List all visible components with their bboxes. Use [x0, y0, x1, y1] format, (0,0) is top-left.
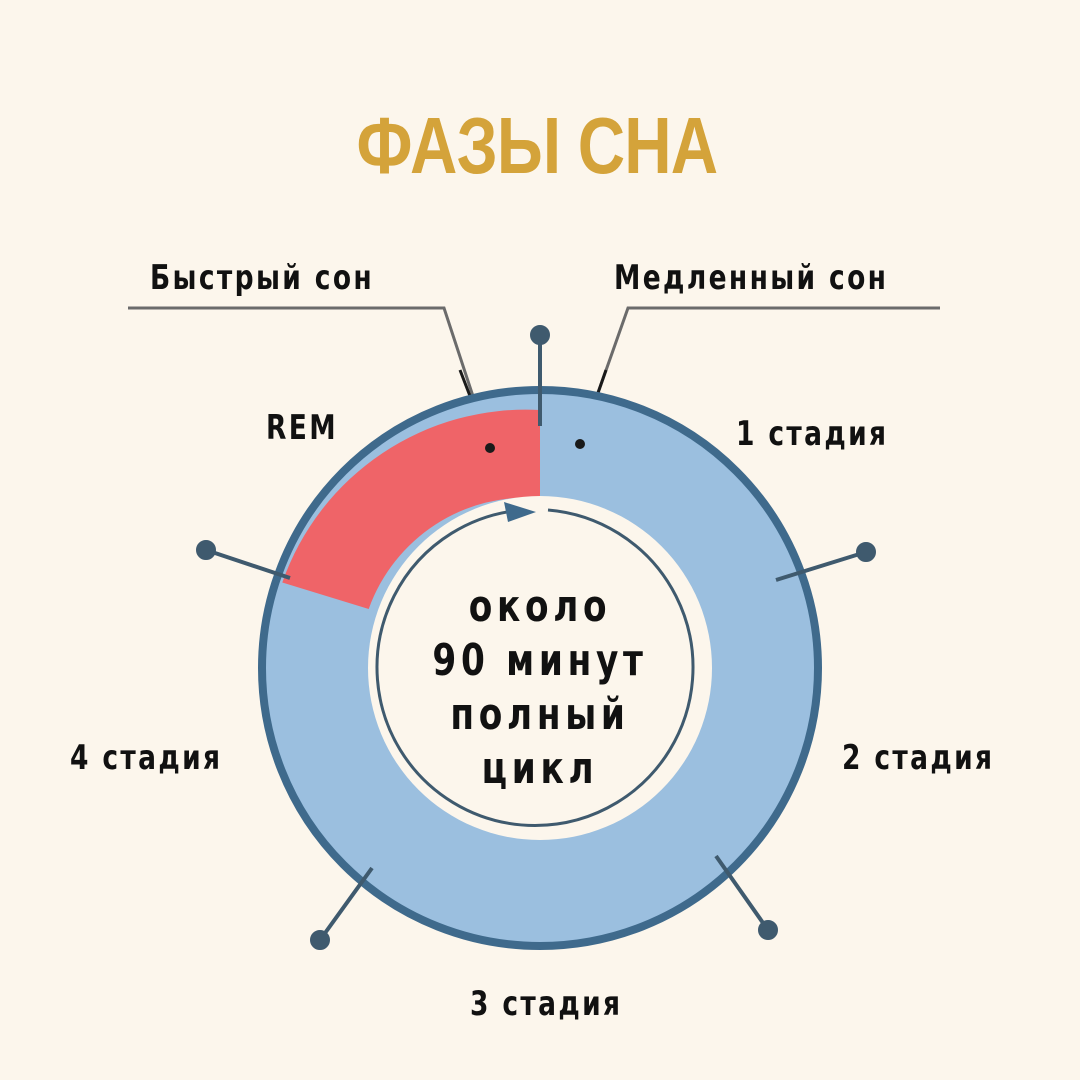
stage-markers [196, 325, 876, 950]
stage-4-label: 4 стадия [70, 738, 223, 778]
page-title: ФАЗЫ СНА [356, 101, 719, 190]
marker-pin-top [530, 325, 550, 345]
center-line-2: 90 минут [432, 635, 648, 686]
fast-sleep-callout-dot [485, 443, 495, 453]
marker-pin-left [196, 540, 216, 560]
slow-sleep-callout-dot [575, 439, 585, 449]
center-line-3: полный [450, 689, 630, 740]
cycle-duration-text: около 90 минут полный цикл [415, 580, 665, 796]
stage-2-label: 2 стадия [842, 738, 995, 778]
rem-segment [282, 409, 540, 609]
center-line-1: около [468, 581, 612, 632]
center-line-4: цикл [481, 743, 599, 794]
fast-sleep-label: Быстрый сон [150, 258, 375, 298]
rem-label: REM [266, 408, 338, 448]
stage-1-label: 1 стадия [736, 414, 889, 454]
arrow-head-icon [504, 502, 536, 522]
cycle-arrow [375, 508, 695, 827]
marker-pin-bottom-left [310, 930, 330, 950]
stage-3-label: 3 стадия [470, 984, 623, 1024]
donut-ring [258, 386, 822, 950]
marker-pin-bottom-right [758, 920, 778, 940]
marker-pin-right [856, 542, 876, 562]
slow-sleep-label: Медленный сон [614, 258, 889, 298]
